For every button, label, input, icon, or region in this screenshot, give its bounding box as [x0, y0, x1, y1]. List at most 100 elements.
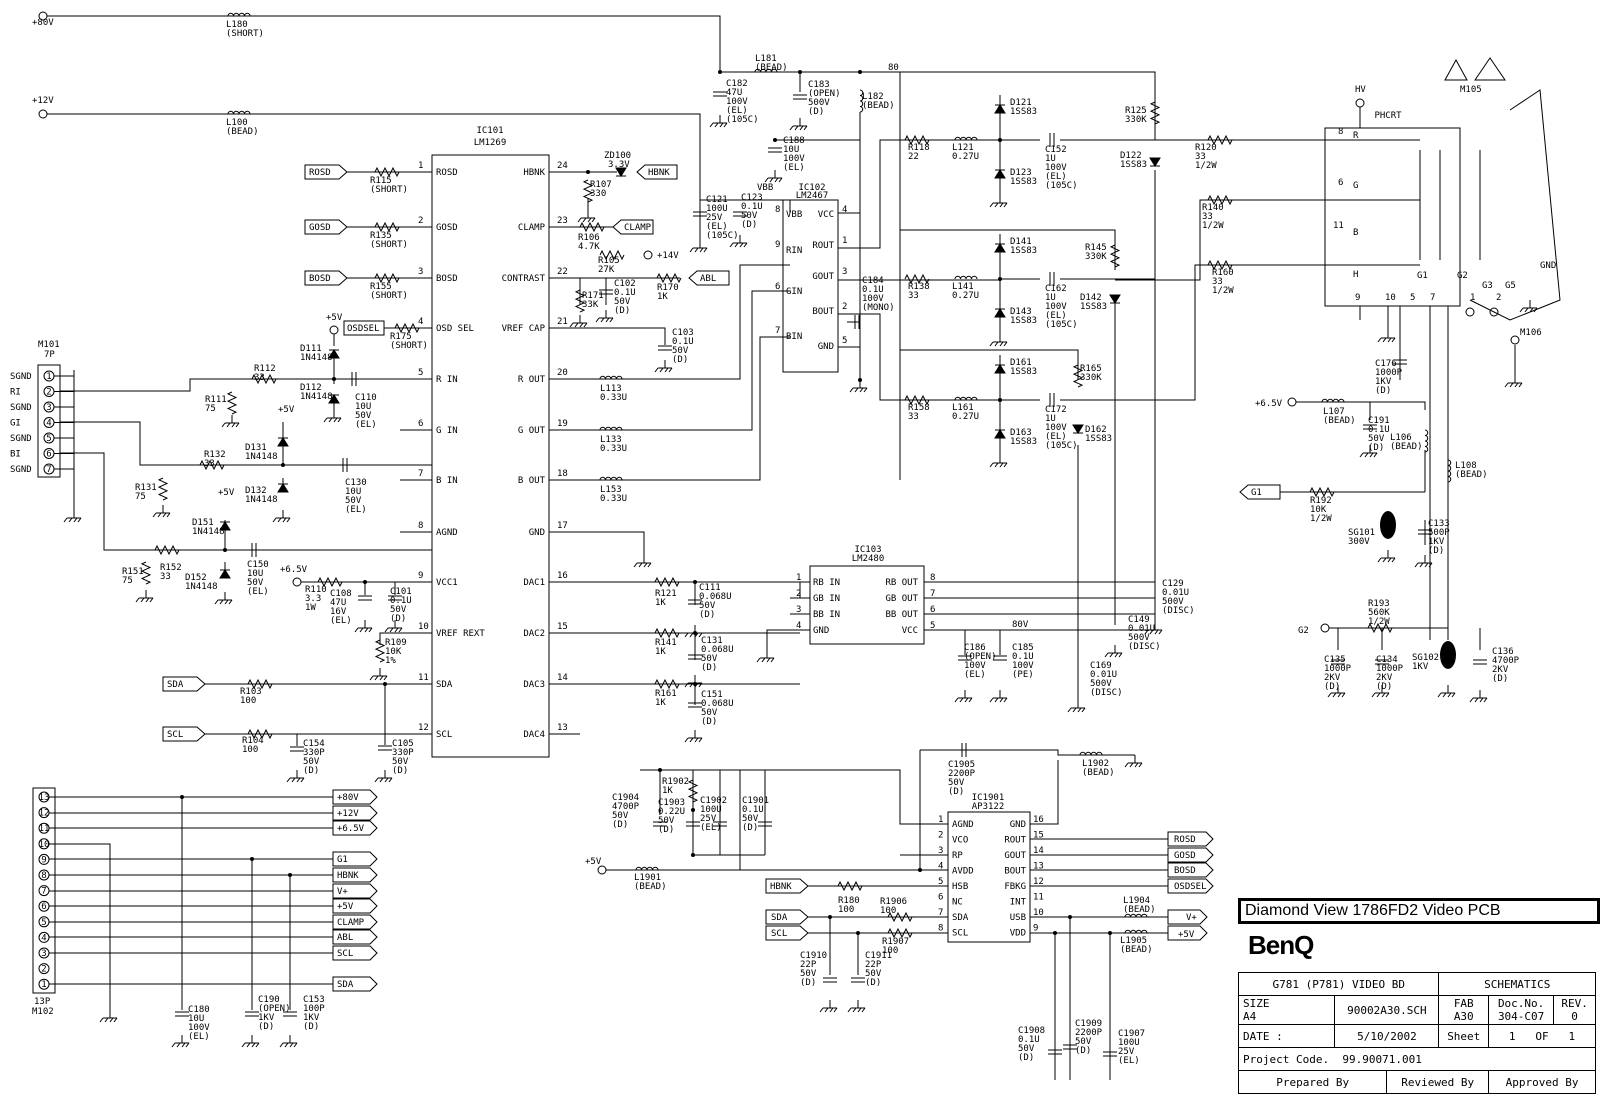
ground-icon — [999, 341, 1004, 347]
rail-80v-label: 80V — [1012, 620, 1029, 630]
part-label: D161 — [1010, 358, 1032, 368]
resistor — [374, 166, 400, 178]
crt-pin: 2 — [1496, 293, 1501, 303]
date-label: DATE : — [1237, 1024, 1336, 1048]
ground-icon — [1359, 452, 1364, 458]
ground-icon — [1451, 692, 1456, 698]
reviewed-by: Reviewed By — [1386, 1070, 1490, 1094]
part-label: 100 — [242, 745, 258, 755]
part-label: (EL) — [700, 823, 722, 833]
part-label: 1SS83 — [1010, 316, 1037, 326]
m102-tag — [332, 867, 378, 883]
m102-tag — [332, 851, 378, 867]
part-label: D112 — [300, 383, 322, 393]
part-label: SG102 — [1412, 653, 1439, 663]
part-label: 1SS83 — [1080, 302, 1107, 312]
ground-icon — [994, 462, 999, 468]
part-label: 1SS83 — [1085, 434, 1112, 444]
m102-pin-number: 10 — [39, 840, 50, 850]
ic101-pin-label: G OUT — [518, 426, 546, 436]
crt-pin: 8 — [1338, 127, 1343, 137]
pin-number: 1 — [418, 161, 423, 171]
ground-icon — [719, 122, 724, 128]
part-label: R192 — [1310, 496, 1332, 506]
ground-icon — [181, 1042, 186, 1048]
resistor — [157, 477, 169, 501]
part-label: 33 — [160, 572, 171, 582]
ic1901-pin-label: NC — [952, 898, 963, 908]
part-label: 10U — [188, 1014, 204, 1024]
part-label: 0.33U — [600, 393, 627, 403]
ic1901-pin-label: AVDD — [952, 867, 974, 877]
resistor — [140, 561, 152, 585]
ground-icon — [1369, 452, 1374, 458]
m102-pin-number: 3 — [41, 949, 46, 959]
ground-icon — [359, 627, 364, 633]
part-label: 500V — [1128, 633, 1150, 643]
ground-icon — [766, 657, 771, 663]
ground-icon — [1364, 452, 1369, 458]
wire — [640, 769, 948, 825]
part-label: 1U — [1045, 154, 1056, 164]
part-label: L108 — [1455, 461, 1477, 471]
part-label: 0.1U — [741, 202, 763, 212]
part-label: R121 — [655, 589, 677, 599]
approved-by: Approved By — [1488, 1070, 1596, 1094]
rosd-tag-ic1901-label: ROSD — [1174, 835, 1196, 845]
ground-icon — [389, 627, 394, 633]
pin-number: 7 — [775, 326, 780, 336]
part-label: (SHORT) — [226, 29, 264, 39]
part-label: 0.068U — [701, 645, 734, 655]
resistor — [1207, 134, 1233, 146]
part-label: R110 — [305, 585, 327, 595]
part-label: 330 — [590, 189, 606, 199]
resistor — [837, 880, 863, 892]
junction — [718, 70, 722, 74]
part-label: 1KV — [1428, 537, 1445, 547]
ground-icon — [824, 1007, 829, 1013]
part-label: 47U — [330, 598, 346, 608]
wire — [1060, 239, 1156, 280]
part-label: 50V — [390, 605, 407, 615]
terminal — [329, 325, 339, 335]
ic1901-pin-label: HSB — [952, 882, 968, 892]
ic1901-pin-label: VDD — [1010, 929, 1026, 939]
ground-icon — [698, 737, 703, 743]
part-label: 1U — [1045, 293, 1056, 303]
pin-number: 10 — [418, 622, 429, 632]
pin-number: 12 — [418, 723, 429, 733]
ground-icon — [689, 247, 694, 253]
part-label: 50V — [1075, 1037, 1092, 1047]
part-label: 0.1U — [862, 285, 884, 295]
ground-icon — [1385, 692, 1390, 698]
pin-number: 3 — [938, 846, 943, 856]
ic101-pin-label: VREF CAP — [502, 324, 546, 334]
ground-icon — [152, 512, 157, 518]
part-label: (D) — [1368, 443, 1384, 453]
part-label: 33 — [1195, 152, 1206, 162]
ground-icon — [595, 317, 600, 323]
part-label: (D) — [1428, 546, 1444, 556]
part-label: 330K — [1085, 252, 1107, 262]
part-label: 1SS83 — [1120, 160, 1147, 170]
ground-icon — [1382, 337, 1387, 343]
part-label: 500V — [808, 98, 830, 108]
phcrt-label: PHCRT — [1374, 111, 1402, 121]
vplus-tag — [1167, 909, 1208, 925]
ground-icon — [968, 697, 973, 703]
ground-icon — [1003, 697, 1008, 703]
pin-number: 1 — [796, 573, 801, 583]
part-label: (BEAD) — [634, 882, 667, 892]
rail-5v-label: +5V — [326, 313, 343, 323]
crt-pin: 10 — [1385, 293, 1396, 303]
ic101-body — [431, 154, 550, 758]
part-label: (BEAD) — [1455, 470, 1488, 480]
ic102-pin-label: GIN — [786, 287, 802, 297]
part-label: C185 — [1012, 643, 1034, 653]
inductor — [599, 476, 623, 481]
ground-icon — [1529, 307, 1534, 313]
hbnk-tag-ic1901-label: HBNK — [770, 882, 792, 892]
resistor — [247, 678, 273, 690]
part-label: 2KV — [1376, 673, 1393, 683]
pin-number: 20 — [557, 368, 568, 378]
